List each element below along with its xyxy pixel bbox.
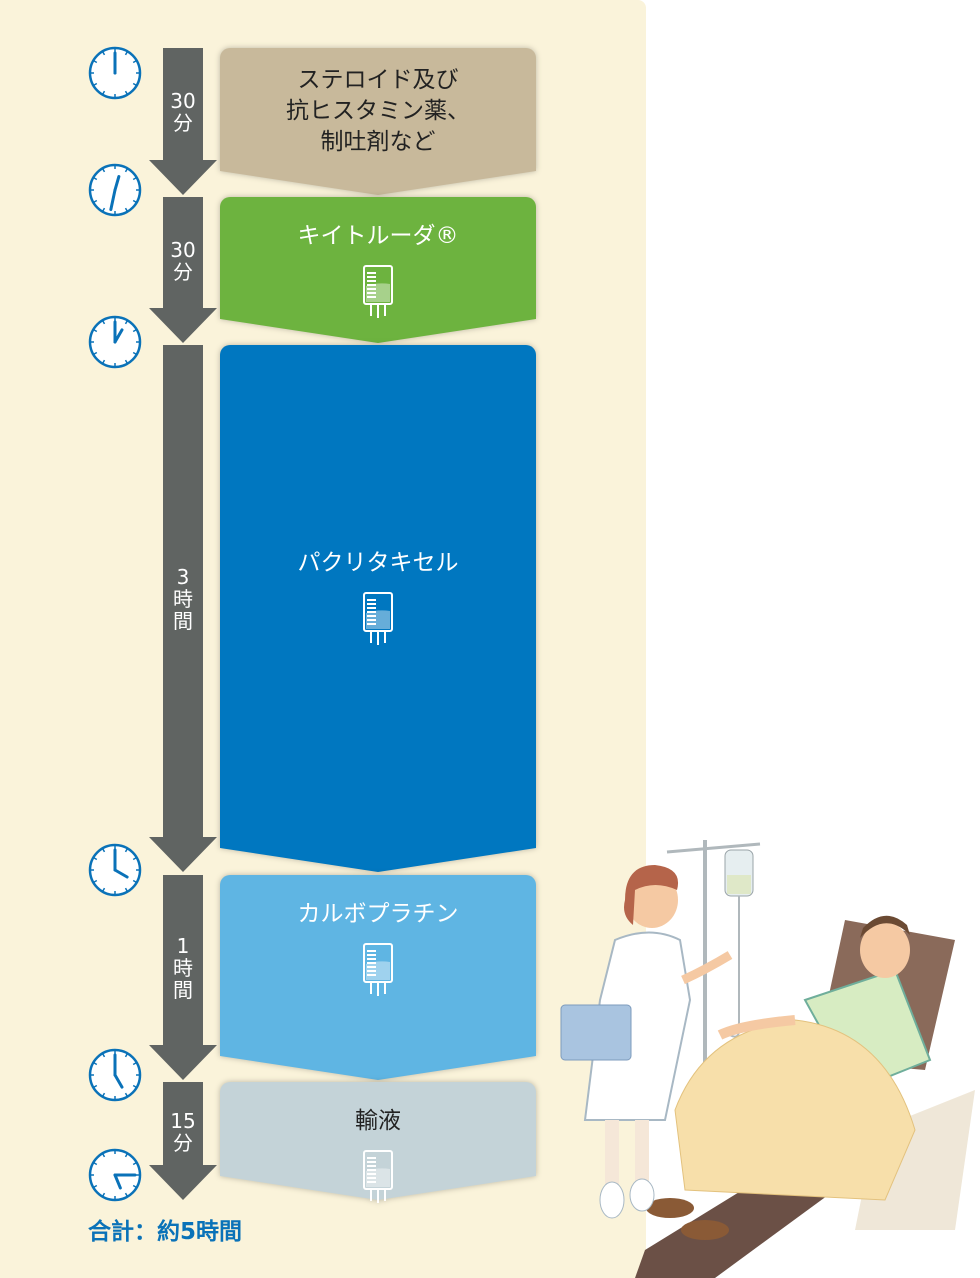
step-label-line: 抗ヒスタミン薬、	[286, 98, 470, 124]
clock-icon	[88, 843, 142, 897]
step-box-shape	[220, 1082, 536, 1200]
iv-bag-icon	[362, 1149, 394, 1203]
duration-unit: 分	[173, 111, 193, 135]
duration-unit: 分	[173, 259, 193, 284]
clock-icon	[88, 163, 142, 217]
duration-arrow-head-icon	[149, 160, 217, 195]
step-box-5: 輸液	[220, 1082, 536, 1203]
nurse-and-patient-illustration	[560, 840, 975, 1278]
duration-arrow-head-icon	[149, 1165, 217, 1200]
step-box-3: パクリタキセル	[220, 345, 536, 872]
duration-arrow-shaft	[163, 197, 203, 308]
step-label: パクリタキセル	[220, 548, 536, 579]
patient	[646, 915, 932, 1240]
step-box-2: キイトルーダ®	[220, 197, 536, 343]
step-box-1: ステロイド及び抗ヒスタミン薬、制吐剤など	[220, 48, 536, 195]
step-box-shape	[220, 48, 536, 195]
duration-value: 3	[176, 565, 190, 589]
duration-arrow-head-icon	[149, 1045, 217, 1080]
clock-icon	[88, 1148, 142, 1202]
step-label: カルボプラチン	[220, 899, 536, 930]
step-label: ステロイド及び抗ヒスタミン薬、制吐剤など	[220, 65, 536, 158]
duration-unit: 時間	[173, 587, 193, 633]
duration-value: 15	[170, 1108, 196, 1133]
clock-icon	[88, 46, 142, 100]
step-label-line: キイトルーダ®	[297, 223, 459, 249]
duration-unit: 時間	[173, 956, 193, 1002]
duration-arrow-head-icon	[149, 837, 217, 872]
step-box-shape	[220, 197, 536, 343]
step-label-line: 輸液	[355, 1108, 401, 1134]
duration-arrow-shaft	[163, 345, 203, 837]
duration-value: 1	[176, 934, 190, 958]
iv-bag-icon	[362, 942, 394, 996]
step-label-line: カルボプラチン	[297, 901, 459, 927]
step-label: キイトルーダ®	[220, 221, 536, 252]
duration-unit: 分	[173, 1130, 193, 1155]
step-label: 輸液	[220, 1106, 536, 1137]
duration-value: 30	[170, 89, 196, 113]
duration-arrow-shaft	[163, 1082, 203, 1165]
clock-icon	[88, 315, 142, 369]
duration-arrow-shaft	[163, 48, 203, 160]
total-time: 合計：約5時間	[88, 1219, 243, 1245]
step-label-line: 制吐剤など	[320, 129, 436, 155]
duration-value: 30	[170, 237, 196, 262]
step-label-line: パクリタキセル	[297, 550, 459, 576]
step-label-line: ステロイド及び	[297, 67, 459, 93]
duration-arrow-shaft	[163, 875, 203, 1045]
duration-arrow-head-icon	[149, 308, 217, 343]
iv-bag-icon	[362, 591, 394, 645]
clock-icon	[88, 1048, 142, 1102]
step-box-4: カルボプラチン	[220, 875, 536, 1080]
iv-bag-icon	[362, 264, 394, 318]
step-box-shape	[220, 875, 536, 1080]
nurse	[560, 865, 733, 1219]
step-box-shape	[220, 345, 536, 872]
